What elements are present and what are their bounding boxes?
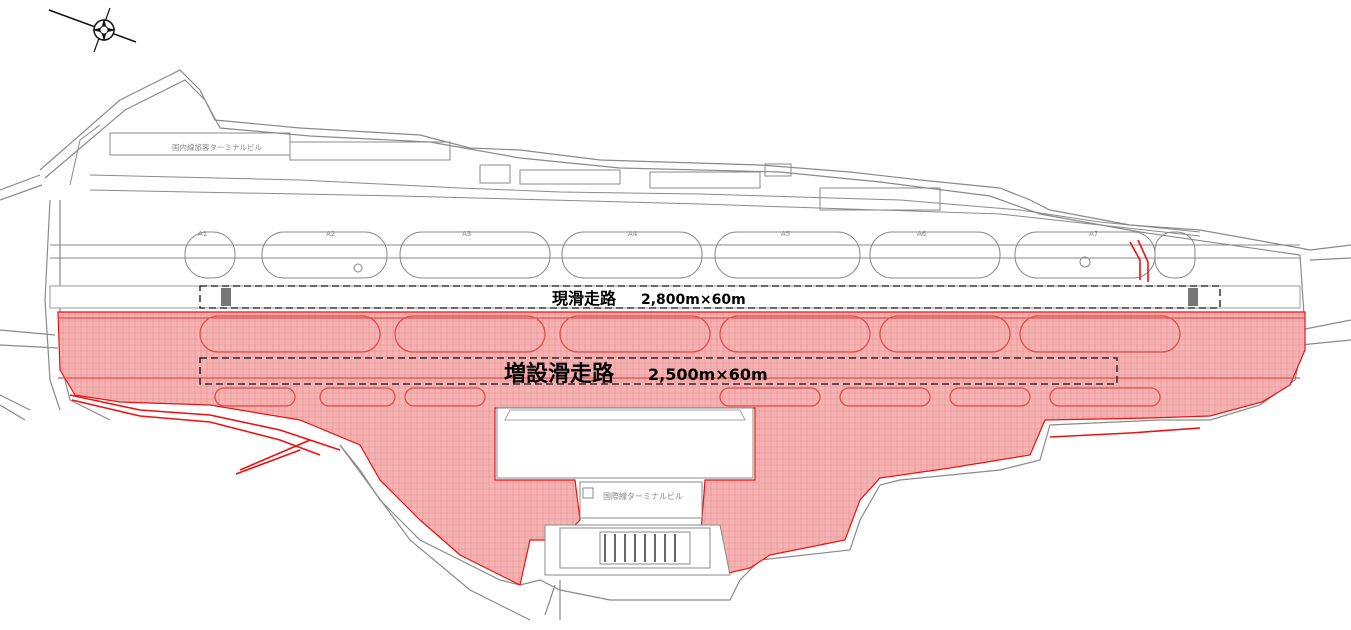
airport-boundary [0, 69, 1351, 621]
new-runway-callout: 増設滑走路 2,500m×60m [199, 357, 1118, 387]
new-runway-name: 増設滑走路 [504, 361, 615, 387]
svg-text:A6: A6 [917, 230, 927, 238]
new-runway-size: 2,500m×60m [648, 365, 768, 384]
svg-text:A3: A3 [462, 230, 471, 238]
svg-text:A7: A7 [1089, 230, 1098, 238]
svg-text:A5: A5 [781, 230, 790, 238]
taxiway-labels: A1 A2 A3 A4 A5 A6 A7 [198, 230, 1098, 238]
international-terminal-label: 国際線ターミナルビル [603, 491, 683, 501]
domestic-terminal-area [69, 124, 1201, 237]
existing-runway-size: 2,800m×60m [641, 292, 746, 308]
svg-text:A1: A1 [198, 230, 207, 238]
svg-text:A4: A4 [628, 230, 638, 238]
international-terminal-area [544, 481, 731, 576]
existing-runway-name: 現滑走路 [552, 289, 617, 308]
svg-text:A2: A2 [326, 230, 335, 238]
expansion-taxiways [58, 315, 1305, 407]
existing-runway-callout: 現滑走路 2,800m×60m [199, 285, 1221, 309]
expansion-area [57, 311, 1306, 586]
domestic-terminal-label: 国内線旅客ターミナルビル [172, 142, 262, 152]
expansion-roads [69, 239, 1201, 475]
compass-rose-icon [48, 7, 137, 53]
existing-taxiways [50, 231, 1300, 279]
